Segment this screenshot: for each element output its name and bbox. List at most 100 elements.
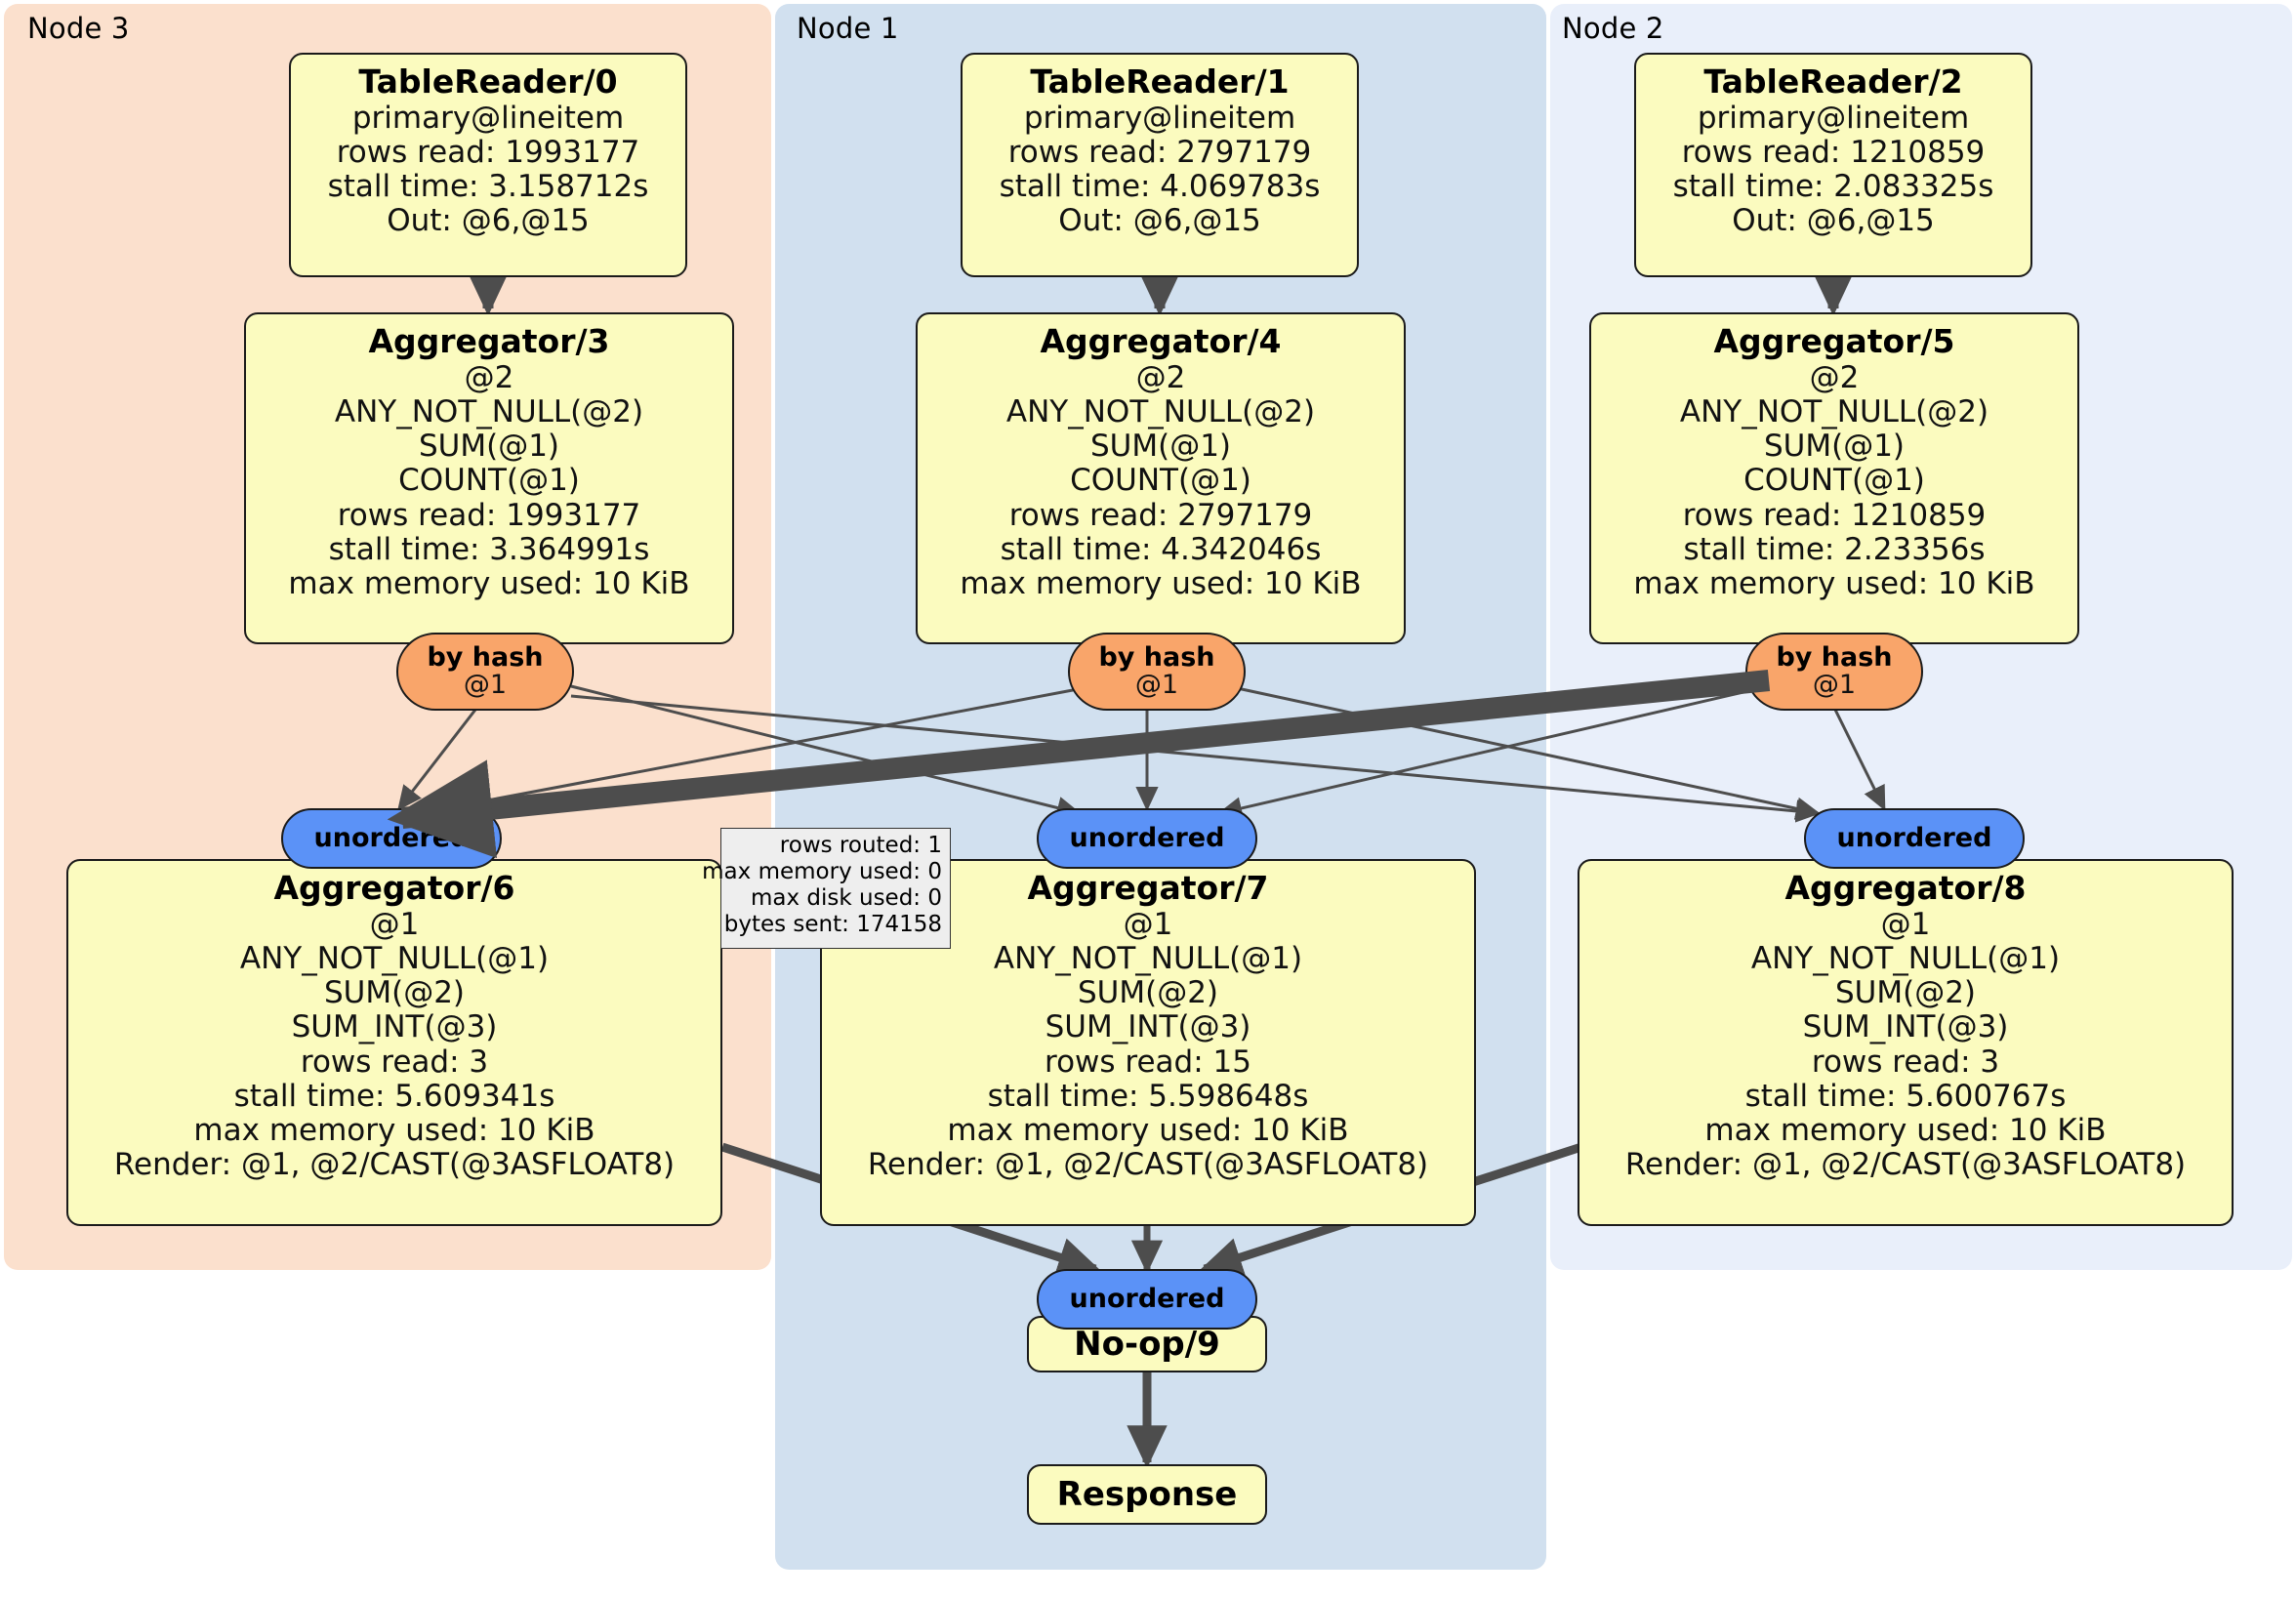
operator-detail: stall time: 5.609341s — [233, 1078, 555, 1114]
operator-detail: stall time: 3.158712s — [327, 169, 649, 205]
operator-detail: stall time: 2.083325s — [1672, 169, 1994, 205]
operator-detail: ANY_NOT_NULL(@1) — [993, 941, 1303, 977]
operator-aggregator-5[interactable]: Aggregator/5 @2 ANY_NOT_NULL(@2) SUM(@1)… — [1589, 312, 2079, 644]
operator-detail: rows read: 2797179 — [1008, 497, 1313, 533]
operator-detail: max memory used: 10 KiB — [947, 1112, 1349, 1148]
operator-detail: SUM(@2) — [1077, 975, 1219, 1011]
operator-detail: SUM(@2) — [1834, 975, 1977, 1011]
receiver-label: unordered — [1069, 1283, 1225, 1314]
router-label: by hash — [427, 641, 544, 673]
operator-detail: max memory used: 10 KiB — [288, 565, 690, 601]
operator-detail: ANY_NOT_NULL(@2) — [1005, 394, 1316, 430]
operator-title: Aggregator/7 — [1027, 869, 1269, 907]
operator-detail: rows read: 3 — [300, 1044, 489, 1080]
operator-detail: @2 — [1135, 359, 1186, 395]
operator-detail: rows read: 2797179 — [1007, 135, 1312, 171]
receiver-label: unordered — [1836, 822, 1992, 853]
operator-detail: SUM_INT(@3) — [291, 1009, 498, 1045]
operator-detail: rows read: 1210859 — [1681, 135, 1986, 171]
operator-detail: primary@lineitem — [351, 100, 625, 136]
operator-detail: Render: @1, @2/CAST(@3ASFLOAT8) — [867, 1147, 1429, 1183]
edge-hash2-unord-mid — [1217, 684, 1770, 820]
operator-title: Aggregator/3 — [368, 322, 610, 360]
operator-detail: max memory used: 10 KiB — [1704, 1112, 2107, 1148]
operator-detail: Out: @6,@15 — [1058, 203, 1261, 239]
operator-title: TableReader/2 — [1703, 62, 1963, 101]
cluster-label-node3: Node 3 — [27, 12, 130, 45]
receiver-label: unordered — [1069, 822, 1225, 853]
edge-hash0-unord-mid — [570, 684, 1082, 819]
operator-detail: COUNT(@1) — [1070, 463, 1251, 499]
stats-row: bytes sent: 174158 — [723, 911, 942, 937]
operator-detail: stall time: 4.342046s — [1000, 531, 1322, 567]
router-by-hash-node3[interactable]: by hash @1 — [396, 633, 574, 711]
router-column: @1 — [1134, 670, 1179, 700]
edge-hash2-unord-right — [1833, 709, 1886, 811]
operator-title: Aggregator/6 — [273, 869, 515, 907]
operator-detail: SUM(@1) — [418, 429, 560, 465]
operator-title: Response — [1056, 1474, 1238, 1514]
operator-title: TableReader/1 — [1030, 62, 1290, 101]
operator-detail: primary@lineitem — [1697, 100, 1970, 136]
operator-detail: SUM(@2) — [323, 975, 466, 1011]
operator-detail: rows read: 15 — [1045, 1044, 1251, 1080]
stats-row: max memory used: 0 — [702, 858, 942, 884]
router-column: @1 — [463, 670, 508, 700]
operator-title: Aggregator/8 — [1784, 869, 2027, 907]
operator-detail: rows read: 3 — [1811, 1044, 2000, 1080]
operator-detail: stall time: 5.600767s — [1744, 1078, 2067, 1114]
operator-detail: ANY_NOT_NULL(@2) — [334, 394, 644, 430]
operator-detail: @1 — [369, 906, 420, 942]
operator-detail: ANY_NOT_NULL(@1) — [1750, 941, 2061, 977]
operator-detail: @2 — [1809, 359, 1860, 395]
operator-detail: stall time: 3.364991s — [328, 531, 650, 567]
operator-detail: rows read: 1993177 — [336, 135, 640, 171]
operator-detail: stall time: 4.069783s — [999, 169, 1321, 205]
operator-detail: COUNT(@1) — [1743, 463, 1925, 499]
operator-detail: SUM(@1) — [1089, 429, 1232, 465]
operator-detail: SUM(@1) — [1763, 429, 1906, 465]
operator-detail: stall time: 5.598648s — [987, 1078, 1309, 1114]
edge-hash1-unord-left — [417, 684, 1094, 821]
operator-detail: primary@lineitem — [1023, 100, 1296, 136]
operator-detail: COUNT(@1) — [398, 463, 580, 499]
cluster-label-node2: Node 2 — [1562, 12, 1664, 45]
router-by-hash-node1[interactable]: by hash @1 — [1068, 633, 1246, 711]
edge-hash2-unord-left-highlight — [387, 670, 1771, 859]
operator-detail: rows read: 1993177 — [337, 497, 641, 533]
operator-tablereader-2[interactable]: TableReader/2 primary@lineitem rows read… — [1634, 53, 2032, 277]
operator-title: Aggregator/4 — [1040, 322, 1282, 360]
operator-detail: max memory used: 10 KiB — [960, 565, 1362, 601]
operator-detail: Render: @1, @2/CAST(@3ASFLOAT8) — [113, 1147, 676, 1183]
operator-detail: Out: @6,@15 — [387, 203, 590, 239]
operator-detail: @1 — [1880, 906, 1931, 942]
router-column: @1 — [1812, 670, 1857, 700]
operator-detail: stall time: 2.23356s — [1683, 531, 1986, 567]
operator-response[interactable]: Response — [1027, 1464, 1267, 1525]
operator-detail: max memory used: 10 KiB — [1633, 565, 2035, 601]
operator-detail: @2 — [464, 359, 514, 395]
operator-tablereader-0[interactable]: TableReader/0 primary@lineitem rows read… — [289, 53, 687, 277]
operator-aggregator-8[interactable]: Aggregator/8 @1 ANY_NOT_NULL(@1) SUM(@2)… — [1578, 859, 2234, 1226]
operator-title: TableReader/0 — [358, 62, 618, 101]
router-by-hash-node2[interactable]: by hash @1 — [1745, 633, 1923, 711]
operator-detail: max memory used: 10 KiB — [193, 1112, 595, 1148]
receiver-unordered-final[interactable]: unordered — [1037, 1269, 1257, 1330]
operator-detail: Out: @6,@15 — [1732, 203, 1935, 239]
cluster-label-node1: Node 1 — [797, 12, 899, 45]
operator-detail: ANY_NOT_NULL(@2) — [1679, 394, 1989, 430]
operator-detail: Render: @1, @2/CAST(@3ASFLOAT8) — [1624, 1147, 2187, 1183]
edge-hash0-unord-right — [570, 694, 1821, 823]
stream-stats-tooltip: rows routed: 1 max memory used: 0 max di… — [702, 828, 951, 949]
operator-detail: SUM_INT(@3) — [1045, 1009, 1251, 1045]
edge-hash1-unord-right — [1227, 684, 1821, 820]
operator-aggregator-6[interactable]: Aggregator/6 @1 ANY_NOT_NULL(@1) SUM(@2)… — [66, 859, 722, 1226]
router-label: by hash — [1776, 641, 1893, 673]
stats-row: rows routed: 1 — [779, 833, 942, 858]
receiver-unordered-node2[interactable]: unordered — [1804, 808, 2025, 869]
operator-tablereader-1[interactable]: TableReader/1 primary@lineitem rows read… — [961, 53, 1359, 277]
operator-title: Aggregator/5 — [1713, 322, 1955, 360]
operator-detail: ANY_NOT_NULL(@1) — [239, 941, 550, 977]
